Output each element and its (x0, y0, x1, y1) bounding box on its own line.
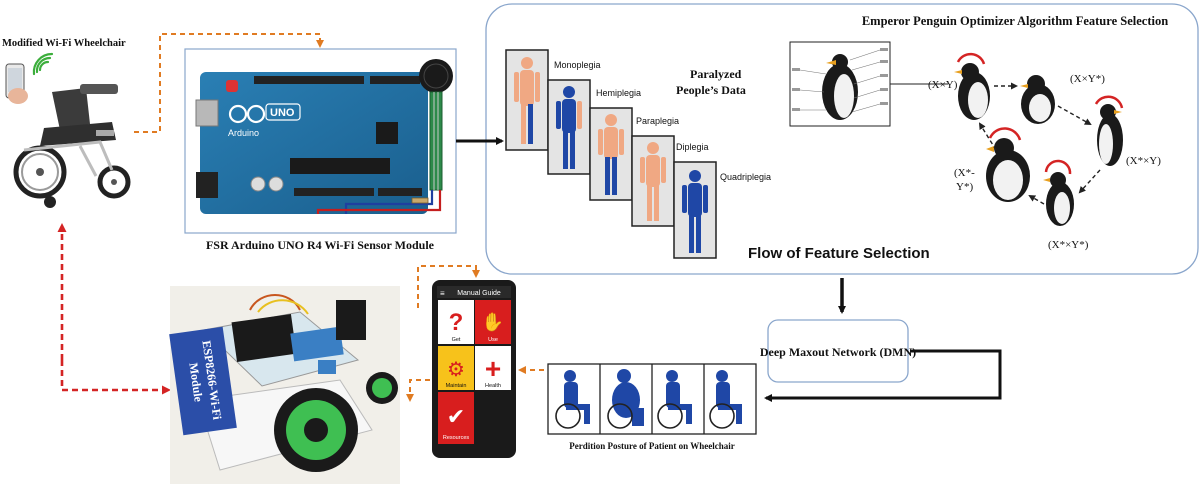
app-tile-get[interactable]: ? Get (438, 300, 474, 344)
arduino-caption: FSR Arduino UNO R4 Wi-Fi Sensor Module (206, 238, 435, 252)
sensor-wires (316, 190, 442, 214)
paralysis-type-5: Quadriplegia (720, 172, 771, 182)
wifi-link-red (57, 223, 171, 395)
gear-icon: ⚙ (447, 359, 465, 381)
penguin-cycle (954, 52, 1124, 226)
app-tile-label: Maintain (446, 383, 467, 389)
coord-xstar-y: (X*×Y) (1126, 155, 1161, 167)
app-tile-resources[interactable]: ✔ Resources (438, 392, 474, 444)
coord-xstar-minus-2: Y*) (956, 181, 973, 193)
epo-title: Emperor Penguin Optimizer Algorithm Feat… (862, 14, 1168, 28)
card-hemiplegia (547, 79, 591, 175)
wheelchair-illustration (13, 84, 131, 208)
card-quadriplegia (673, 161, 717, 259)
arduino-logo-icon (228, 104, 266, 124)
paralysis-type-3: Paraplegia (636, 116, 679, 126)
wifi-icon (32, 52, 54, 76)
esp-label-line2: Module (186, 362, 205, 404)
paralysis-title-line2: People’s Data (676, 83, 746, 97)
app-tile-label: Health (485, 383, 501, 389)
penguin-icon (1094, 95, 1124, 166)
flow-label: Flow of Feature Selection (748, 245, 930, 262)
app-tile-use[interactable]: ✋ Use (475, 300, 511, 344)
esp-label-box (169, 326, 237, 436)
wheelchair-panel: Modified Wi-Fi Wheelchair (2, 38, 131, 208)
fsr-sensor (419, 59, 453, 191)
wifi-link-top (134, 33, 324, 133)
coord-xstar-minus-1: (X*- (954, 167, 975, 179)
esp-car: ESP8266-Wi-Fi Module (169, 286, 400, 484)
wifi-link-app (406, 265, 544, 402)
coord-xstar-ystar: (X*×Y*) (1048, 239, 1089, 251)
app-tile-label: Get (452, 337, 461, 343)
app-menu-icon: ≡ (440, 289, 445, 298)
paralysis-type-4: Diplegia (676, 142, 709, 152)
flow-arrows (456, 137, 1002, 402)
arduino-brand: Arduino (228, 128, 259, 138)
card-paraplegia (589, 107, 633, 201)
posture-panel: Perdition Posture of Patient on Wheelcha… (547, 363, 757, 451)
mobile-app: ≡ Manual Guide ? Get ✋ Use ⚙ Maintain + … (432, 280, 516, 458)
health-plus-icon: + (485, 353, 501, 384)
penguin-anatomy-image (789, 41, 891, 127)
app-tile-label: Use (488, 337, 498, 343)
posture-caption: Perdition Posture of Patient on Wheelcha… (569, 441, 734, 451)
app-tile-maintain[interactable]: ⚙ Maintain (438, 346, 474, 390)
penguin-icon (1043, 159, 1074, 226)
coord-xystar: (X×Y*) (1070, 73, 1105, 85)
app-tile-label: Resources (443, 435, 470, 441)
checkmark-icon: ✔ (447, 404, 465, 429)
penguin-icon (954, 52, 990, 120)
card-monoplegia (505, 49, 549, 151)
paralysis-cards: Monoplegia Hemiplegia Paraplegia Diplegi… (505, 49, 771, 259)
app-tile-health[interactable]: + Health (475, 346, 511, 390)
paralysis-type-2: Hemiplegia (596, 88, 641, 98)
help-icon: ? (449, 309, 464, 336)
dmn-label: Deep Maxout Network (DMN) (760, 345, 916, 359)
arduino-model: UNO (270, 107, 295, 119)
app-header: Manual Guide (457, 290, 501, 297)
penguin-icon (1020, 75, 1055, 124)
paralysis-title-line1: Paralyzed (690, 67, 742, 81)
phone-icon (5, 63, 28, 104)
wheelchair-title: Modified Wi-Fi Wheelchair (2, 38, 126, 49)
card-diplegia (631, 135, 675, 227)
dmn-box (767, 319, 909, 383)
hand-icon: ✋ (482, 311, 504, 332)
arduino-panel: Arduino UNO FSR Arduino UNO R4 Wi-Fi Sen… (184, 48, 457, 252)
paralysis-type-1: Monoplegia (554, 60, 601, 70)
penguin-icon (986, 127, 1030, 202)
arduino-board: Arduino UNO (195, 72, 428, 214)
coord-xy: (X×Y) (928, 79, 958, 91)
